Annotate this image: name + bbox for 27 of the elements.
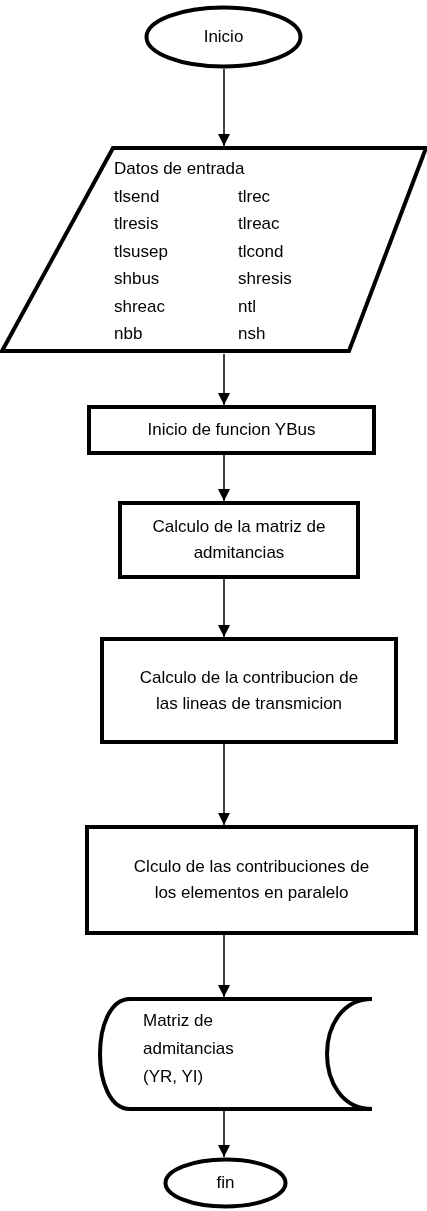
variable-name: tlsusep xyxy=(114,240,168,263)
variable-name: tlreac xyxy=(238,213,280,235)
arrow xyxy=(218,578,230,638)
arrow xyxy=(218,743,230,826)
input-heading: Datos de entrada xyxy=(114,158,245,180)
arrow xyxy=(218,454,230,502)
variable-name: ntl xyxy=(238,295,256,318)
process-label: Calculo de la contribucion de las lineas de transmicion xyxy=(138,666,360,715)
variable-name: shresis xyxy=(238,268,292,290)
variable-name: tlcond xyxy=(238,240,284,263)
variable-name: nsh xyxy=(238,323,266,345)
variable-name: tlresis xyxy=(114,213,159,235)
variable-name: shbus xyxy=(114,268,160,290)
arrow xyxy=(218,934,230,998)
variable-name: shreac xyxy=(114,295,166,318)
variable-name: tlrec xyxy=(238,185,271,208)
arrow xyxy=(218,68,230,147)
variable-name: tlsend xyxy=(114,185,160,208)
terminator-label: fin xyxy=(216,1172,235,1195)
variable-name: nbb xyxy=(114,323,143,345)
terminator-label: Inicio xyxy=(203,26,244,49)
process-label: Inicio de funcion YBus xyxy=(147,419,316,441)
process-label: Calculo de la matriz de admitancias xyxy=(151,516,327,564)
stored-data-label: Matriz de admitancias (YR, YI) xyxy=(143,1010,235,1088)
arrow xyxy=(218,1110,230,1158)
process-label: Clculo de las contribuciones de los elementos en paralelo xyxy=(132,856,371,904)
arrow xyxy=(218,353,230,406)
